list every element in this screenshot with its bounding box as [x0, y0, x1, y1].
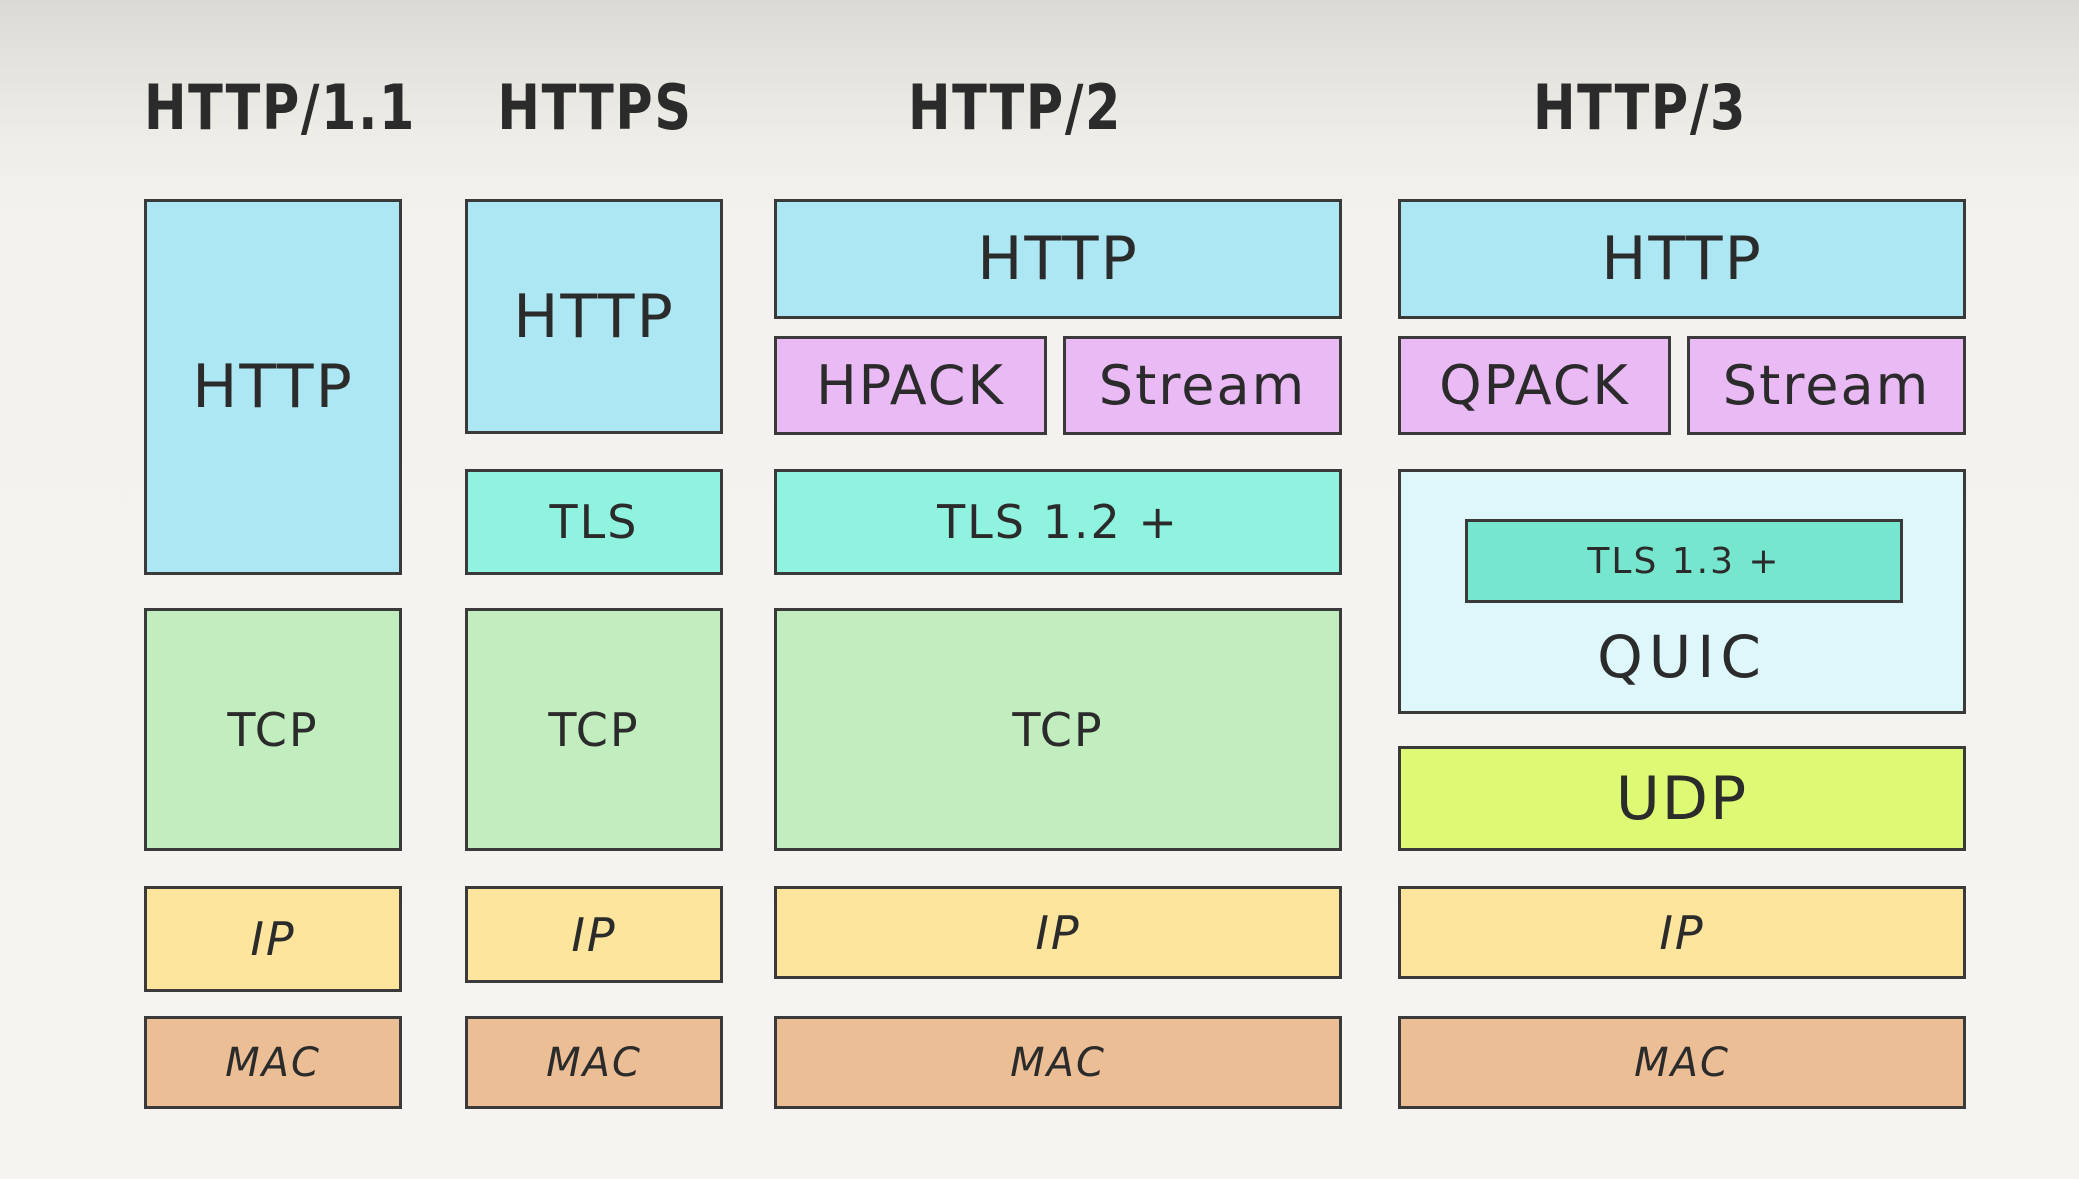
http11-http-layer: HTTP [144, 199, 402, 575]
column-title-http3: HTTP/3 [1532, 70, 1748, 144]
https-http-label: HTTP [513, 281, 675, 352]
http3-udp-layer: UDP [1398, 746, 1966, 851]
http3-mac-layer: MAC [1398, 1016, 1966, 1109]
http2-hpack-layer: HPACK [774, 336, 1047, 435]
http2-stream-label: Stream [1098, 354, 1307, 417]
http3-ip-layer: IP [1398, 886, 1966, 979]
http11-mac-layer: MAC [144, 1016, 402, 1109]
http2-tcp-label: TCP [1012, 702, 1104, 757]
http3-stream-label: Stream [1722, 354, 1931, 417]
http2-mac-layer: MAC [774, 1016, 1342, 1109]
http2-mac-label: MAC [1010, 1039, 1106, 1086]
http2-hpack-label: HPACK [816, 354, 1005, 417]
http11-mac-label: MAC [225, 1039, 321, 1086]
https-tls-label: TLS [549, 495, 639, 549]
http3-quic-label: QUIC [1597, 623, 1767, 691]
http11-tcp-layer: TCP [144, 608, 402, 851]
http11-tcp-label: TCP [227, 702, 319, 757]
http3-tls-layer: TLS 1.3 + [1465, 519, 1903, 603]
http3-http-label: HTTP [1601, 224, 1763, 294]
https-mac-label: MAC [546, 1039, 642, 1086]
http2-tcp-layer: TCP [774, 608, 1342, 851]
http3-qpack-label: QPACK [1439, 354, 1630, 417]
http3-ip-label: IP [1659, 905, 1705, 960]
https-ip-layer: IP [465, 886, 723, 983]
https-tcp-layer: TCP [465, 608, 723, 851]
http3-tls-label: TLS 1.3 + [1587, 540, 1781, 582]
http2-ip-label: IP [1035, 905, 1081, 960]
http2-http-layer: HTTP [774, 199, 1342, 319]
http2-ip-layer: IP [774, 886, 1342, 979]
https-mac-layer: MAC [465, 1016, 723, 1109]
column-title-http2: HTTP/2 [907, 70, 1123, 144]
https-http-layer: HTTP [465, 199, 723, 434]
http3-quic-layer: TLS 1.3 + QUIC [1398, 469, 1966, 714]
http2-stream-layer: Stream [1063, 336, 1342, 435]
http2-tls-label: TLS 1.2 + [937, 495, 1179, 549]
http11-ip-label: IP [250, 912, 296, 966]
https-tcp-label: TCP [548, 702, 640, 757]
http3-stream-layer: Stream [1687, 336, 1966, 435]
http3-udp-label: UDP [1615, 763, 1749, 834]
column-title-https: HTTPS [497, 70, 693, 144]
http2-tls-layer: TLS 1.2 + [774, 469, 1342, 575]
column-title-http11: HTTP/1.1 [143, 70, 417, 144]
http3-mac-label: MAC [1634, 1039, 1730, 1086]
http3-qpack-layer: QPACK [1398, 336, 1671, 435]
http11-ip-layer: IP [144, 886, 402, 992]
http2-http-label: HTTP [977, 224, 1139, 294]
http3-http-layer: HTTP [1398, 199, 1966, 319]
https-tls-layer: TLS [465, 469, 723, 575]
https-ip-label: IP [571, 907, 617, 962]
http11-http-label: HTTP [192, 352, 354, 422]
